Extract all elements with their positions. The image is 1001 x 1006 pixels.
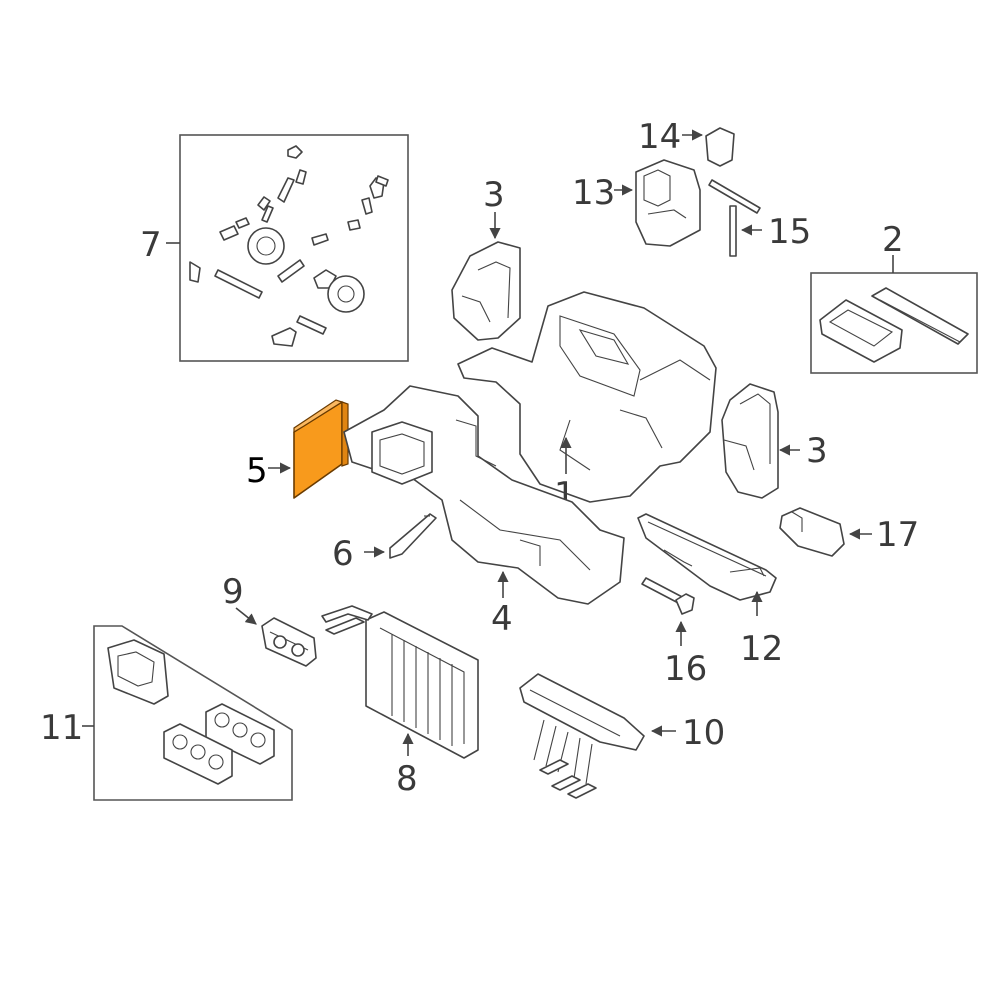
callout-11: 11 [40, 708, 83, 748]
callout-7: 7 [140, 225, 162, 265]
callout-9: 9 [222, 572, 244, 612]
part-9-valve [235, 607, 317, 667]
callout-10: 10 [682, 713, 725, 753]
part-6-bracket [364, 513, 437, 559]
callout-8: 8 [396, 759, 418, 799]
callout-13: 13 [572, 173, 615, 213]
callout-3-right: 3 [806, 431, 828, 471]
callout-6: 6 [332, 534, 354, 574]
callout-3-upper: 3 [483, 175, 505, 215]
part-3-right [721, 383, 800, 499]
part-5-cabin-filter[interactable] [268, 399, 349, 499]
part-8-evaporator [321, 605, 479, 759]
part-7-kit [166, 134, 409, 362]
callout-12: 12 [740, 629, 783, 669]
part-3-upper [451, 212, 521, 341]
part-12-duct [637, 513, 777, 616]
part-15-screw [708, 179, 762, 257]
callout-2: 2 [882, 220, 904, 260]
part-11-vents [82, 625, 293, 801]
part-14-resistor [682, 127, 735, 167]
part-4-distribution [343, 385, 625, 605]
part-16-bolt [641, 577, 695, 646]
part-17-sensor [779, 507, 872, 557]
callout-4: 4 [491, 599, 513, 639]
callout-5: 5 [246, 451, 268, 491]
part-13-blower-motor [614, 159, 701, 247]
callout-16: 16 [664, 649, 707, 689]
part-2-kit [810, 255, 978, 374]
part-10-heater-core [519, 673, 676, 799]
callout-14: 14 [638, 117, 681, 157]
part-1-housing [457, 291, 717, 503]
callout-15: 15 [768, 212, 811, 252]
callout-17: 17 [876, 515, 919, 555]
